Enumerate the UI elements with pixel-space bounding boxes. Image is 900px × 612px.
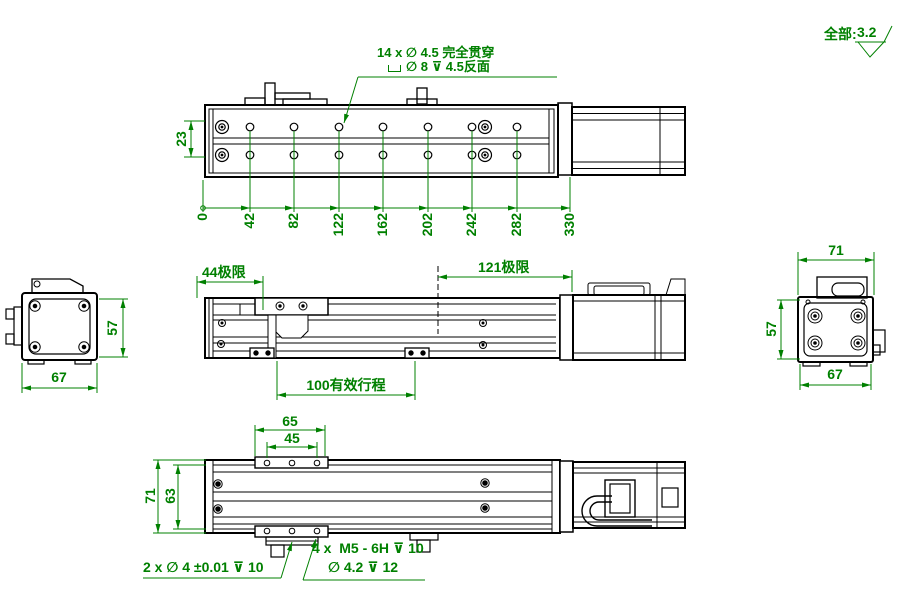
ordinate-label-282: 282 [508, 213, 524, 237]
dim-label-right-67: 67 [827, 366, 843, 382]
dim-23 [184, 120, 205, 158]
motor-side-view [559, 278, 686, 361]
dim-label-bottom-63: 63 [162, 488, 178, 504]
dim-top-callout [343, 76, 557, 124]
ordinate-label-330: 330 [561, 213, 577, 237]
carriage-side-view [254, 297, 329, 359]
dim-bottom-63 [173, 464, 206, 530]
surface-note-label: 全部: [824, 26, 857, 42]
ordinate-label-202: 202 [419, 213, 435, 237]
dim-label-bottom-45: 45 [284, 430, 300, 446]
dim-label-right-57: 57 [763, 321, 779, 337]
mounting-holes [214, 119, 522, 163]
thread-callout-line2: ∅ 4.2 ⊽ 12 [328, 559, 399, 575]
motor-bottom-view [559, 460, 686, 533]
hole-callout-line2: ∅ 8 ⊽ 4.5反面 [388, 60, 490, 73]
bottom-view [204, 456, 686, 558]
dim-bottom-45 [266, 442, 318, 458]
dim-right-57 [777, 299, 800, 360]
dim-44-limit [196, 276, 264, 310]
ordinate-label-242: 242 [463, 213, 479, 237]
dim-label-121-limit: 121极限 [478, 259, 530, 275]
ordinate-label-82: 82 [285, 213, 301, 229]
dim-ordinates [200, 131, 571, 212]
left-end-view [5, 278, 98, 365]
dim-label-left-67: 67 [51, 369, 67, 385]
counterbore-icon [388, 65, 401, 72]
ordinate-label-162: 162 [374, 213, 390, 237]
dim-100-stroke [276, 361, 416, 400]
motor-top-view [557, 102, 686, 176]
dowel-callout: 2 x ∅ 4 ±0.01 ⊽ 10 [143, 559, 264, 575]
dim-label-bottom-71: 71 [142, 488, 158, 504]
dim-left-57 [99, 298, 128, 358]
thread-callout-line1: 4 x M5 - 6H ⊽ 10 [312, 540, 424, 556]
dim-label-100-stroke: 100有效行程 [306, 377, 386, 393]
cable-hook [581, 495, 652, 527]
top-view-brackets [244, 82, 438, 106]
surface-finish-icon [855, 25, 893, 58]
dim-bottom-65 [254, 425, 326, 456]
dim-label-bottom-65: 65 [282, 413, 298, 429]
dim-label-44-limit: 44极限 [202, 264, 246, 280]
dim-left-67 [21, 363, 98, 393]
dim-label-left-57: 57 [104, 320, 120, 336]
dim-121-limit [438, 270, 573, 292]
dim-label-right-71: 71 [828, 242, 844, 258]
ordinate-label-122: 122 [330, 213, 346, 237]
dim-bottom-callouts [143, 538, 425, 581]
surface-note-value: 3.2 [857, 24, 877, 40]
hole-callout-line2-text: ∅ 8 ⊽ 4.5反面 [406, 59, 490, 74]
dim-right-67 [799, 364, 872, 390]
right-end-view [797, 276, 886, 367]
top-view [204, 82, 686, 178]
side-view [204, 266, 686, 361]
dim-label-23: 23 [173, 131, 189, 147]
dim-bottom-71 [153, 459, 206, 534]
carriage-bottom-view [254, 456, 329, 558]
hole-callout-line1: 14 x ∅ 4.5 完全贯穿 [377, 45, 495, 60]
dim-right-71 [797, 252, 875, 295]
ordinate-label-0: 0 [194, 213, 210, 221]
ordinate-label-42: 42 [241, 213, 257, 229]
